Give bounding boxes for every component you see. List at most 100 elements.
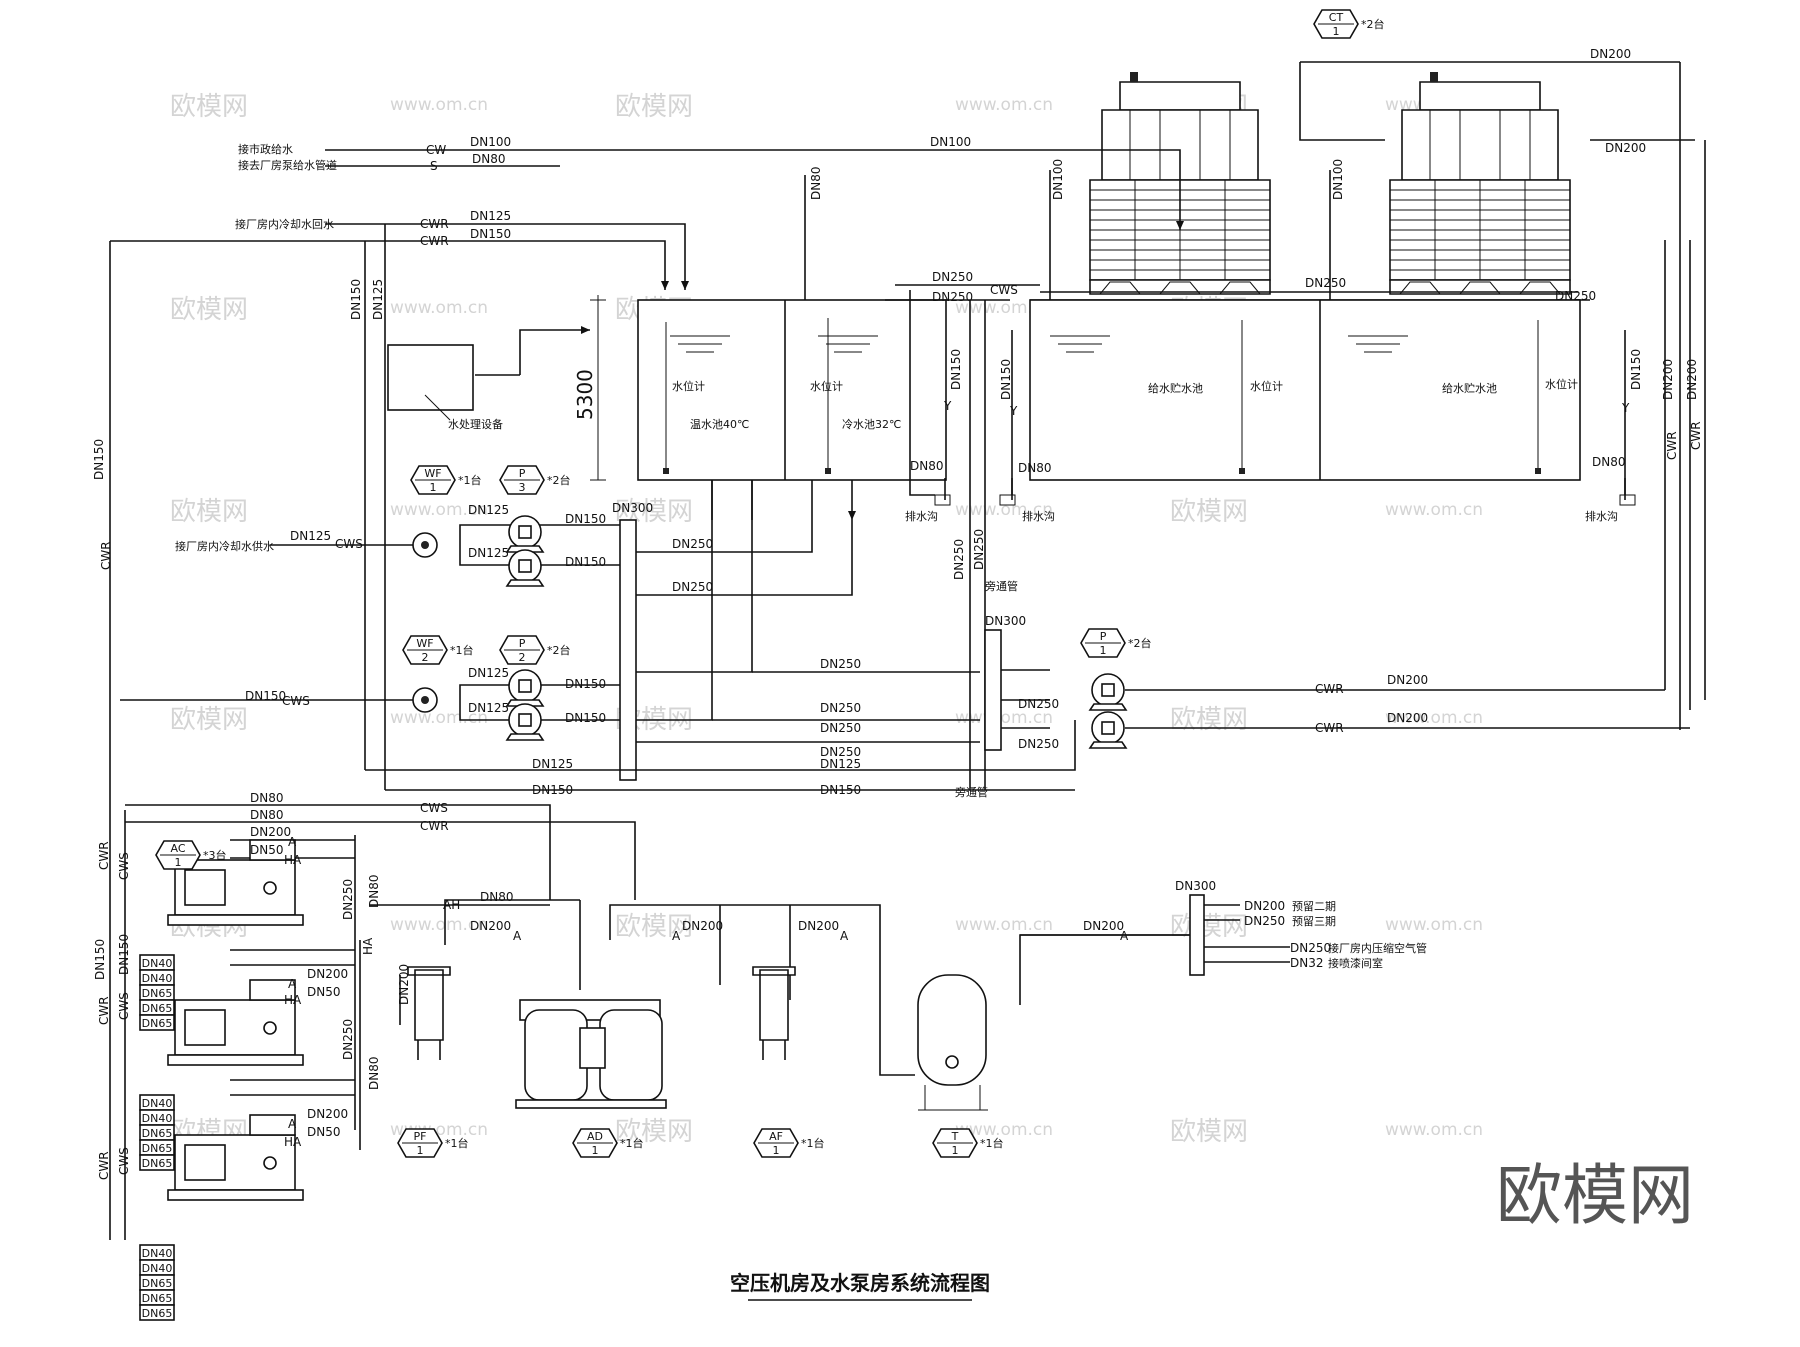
- watermark-logo: 欧模网: [170, 295, 248, 325]
- label-dn250-ac3: DN250: [341, 1019, 355, 1060]
- label-a-t: A: [1120, 929, 1129, 943]
- svg-text:*1台: *1台: [445, 1136, 469, 1150]
- label-dn125-m: DN125: [532, 757, 573, 771]
- label-factory-cooling-supply: 接厂房内冷却水供水: [175, 539, 274, 553]
- svg-text:CT: CT: [1329, 11, 1344, 24]
- label-a-ac3: A: [288, 1117, 297, 1131]
- svg-text:1: 1: [773, 1144, 780, 1157]
- label-cws-ac-v2: CWS: [117, 992, 131, 1020]
- ac-outlet-label: DN40: [142, 972, 173, 985]
- label-cwr-v2: CWR: [1665, 431, 1679, 460]
- label-cwr-p1a: CWR: [1315, 682, 1344, 696]
- label-dn200-t: DN200: [1083, 919, 1124, 933]
- svg-text:AD: AD: [587, 1130, 603, 1143]
- label-dn250-m1: DN250: [820, 657, 861, 671]
- label-dn150-ac-v2: DN150: [117, 934, 131, 975]
- watermark-group: 欧模网 www.om.cn 欧模网 www.om.cn 欧模网 www.om.cn 欧模网 w…: [170, 92, 1483, 1147]
- svg-text:WF: WF: [416, 637, 433, 650]
- watermark-logo: 欧模网: [170, 497, 248, 527]
- svg-text:*2台: *2台: [1128, 636, 1152, 650]
- label-reserve-2: 预留二期: [1292, 900, 1336, 913]
- svg-text:*2台: *2台: [1361, 17, 1385, 31]
- label-dn150-t6: DN150: [999, 359, 1013, 400]
- svg-text:*1台: *1台: [980, 1136, 1004, 1150]
- svg-text:1: 1: [1100, 644, 1107, 657]
- watermark-url: www.om.cn: [390, 298, 488, 318]
- label-dn200-v1: DN200: [1661, 359, 1675, 400]
- label-dn250-h2a: DN250: [1018, 697, 1059, 711]
- watermark-logo: 欧模网: [1170, 912, 1248, 942]
- label-dn200-ac2: DN200: [307, 967, 348, 981]
- label-dn150-p1b: DN150: [565, 555, 606, 569]
- svg-text:*1台: *1台: [620, 1136, 644, 1150]
- tag-ac1: AC 1 *3台: [155, 840, 227, 870]
- label-dn150-s2: DN150: [245, 689, 286, 703]
- label-dn250-h1a: DN250: [672, 537, 713, 551]
- ac-outlet-label: DN65: [142, 1142, 173, 1155]
- label-dn80-t4: DN80: [1018, 461, 1052, 475]
- ac-outlet-label: DN65: [142, 1017, 173, 1030]
- svg-text:*1台: *1台: [801, 1136, 825, 1150]
- watermark-url: www.om.cn: [390, 500, 488, 520]
- tag-p2: P 2 *2台: [499, 635, 571, 665]
- label-dn125-v1: DN125: [371, 279, 385, 320]
- label-dn80-ac: DN80: [367, 875, 381, 909]
- label-drain-2: 排水沟: [1022, 509, 1055, 523]
- svg-text:AC: AC: [170, 842, 185, 855]
- water-piping: [109, 61, 1706, 1240]
- label-dn150-p2b: DN150: [565, 711, 606, 725]
- label-dn250-m3: DN250: [820, 721, 861, 735]
- label-cwr-a: CWR: [420, 217, 449, 231]
- ac-outlet-label: DN65: [142, 1277, 173, 1290]
- watermark-url: www.om.cn: [1385, 1120, 1483, 1140]
- label-dn200-t1: DN200: [1590, 47, 1631, 61]
- label-dn125-p2b: DN125: [468, 701, 509, 715]
- svg-text:1: 1: [952, 1144, 959, 1157]
- label-dn250-m4: DN250: [820, 745, 861, 759]
- label-dn250-t2: DN250: [932, 290, 973, 304]
- svg-text:1: 1: [430, 481, 437, 494]
- watermark-logo: 欧模网: [615, 92, 693, 122]
- watermark-url: www.om.cn: [1385, 708, 1483, 728]
- label-dn300-dist: DN300: [1175, 879, 1216, 893]
- watermark-url: www.om.cn: [955, 298, 1053, 318]
- label-cw: CW: [426, 143, 446, 157]
- label-dn150-v1: DN150: [349, 279, 363, 320]
- label-cws-s2: CWS: [282, 694, 310, 708]
- label-level-gauge-1: 水位计: [672, 379, 705, 393]
- tag-p1: P 1 *2台: [1080, 628, 1152, 658]
- label-dn50-ac2: DN50: [307, 985, 341, 999]
- label-drain-1: 排水沟: [905, 509, 938, 523]
- svg-text:1: 1: [175, 856, 182, 869]
- watermark-logo: 欧模网: [1170, 705, 1248, 735]
- drawing-title: 空压机房及水泵房系统流程图: [730, 1271, 990, 1295]
- ac-outlet-label: DN65: [142, 1157, 173, 1170]
- label-a-ad2: A: [672, 929, 681, 943]
- label-cold-pool: 冷水池32℃: [842, 418, 901, 431]
- label-cws-t: CWS: [990, 283, 1018, 297]
- watermark-logo: 欧模网: [615, 1117, 693, 1147]
- label-dn80-t3: DN80: [910, 459, 944, 473]
- label-dn50-ac1: DN50: [250, 843, 284, 857]
- label-dn200-v2: DN200: [1685, 359, 1699, 400]
- label-factory-pump-water: 接去厂房泵给水管道: [238, 158, 337, 172]
- tag-ct1: CT 1 *2台: [1313, 9, 1385, 39]
- label-dn250-dist: DN250: [1244, 914, 1285, 928]
- label-cwr-ac-v: CWR: [97, 841, 111, 870]
- label-level-gauge-3: 水位计: [1250, 379, 1283, 393]
- label-s: S: [430, 159, 438, 173]
- svg-text:1: 1: [417, 1144, 424, 1157]
- label-city-water: 接市政给水: [238, 142, 293, 156]
- label-dn250-t1: DN250: [932, 270, 973, 284]
- label-dn125-p1a: DN125: [468, 503, 509, 517]
- label-dn200-p1a: DN200: [1387, 673, 1428, 687]
- label-level-gauge-4: 水位计: [1545, 377, 1578, 391]
- ac-outlet-label: DN40: [142, 1247, 173, 1260]
- label-dn250-v4: DN250: [972, 529, 986, 570]
- label-dn250-m2: DN250: [820, 701, 861, 715]
- label-cwr-v3: CWR: [1689, 421, 1703, 450]
- label-dn150-ac-v: DN150: [93, 939, 107, 980]
- label-dn80-ah: DN80: [480, 890, 514, 904]
- tag-af1: AF 1 *1台: [753, 1128, 825, 1158]
